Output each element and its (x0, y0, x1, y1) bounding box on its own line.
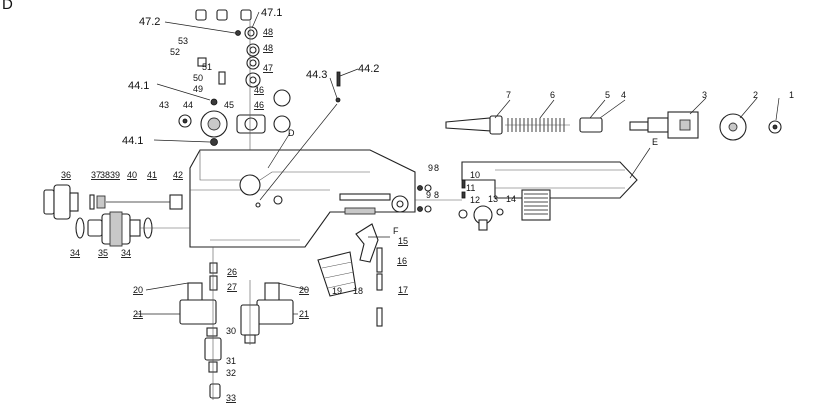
label-50: 50 (193, 73, 203, 83)
label-43: 43 (159, 100, 169, 110)
label-10: 10 (470, 170, 480, 180)
label-42: 42 (173, 170, 183, 180)
label-46a: 46 (254, 85, 264, 95)
label-14: 14 (506, 194, 516, 204)
label-48b: 48 (263, 43, 273, 53)
label-21a: 21 (133, 309, 143, 319)
label-41: 41 (147, 170, 157, 180)
pin-44-2 (259, 71, 341, 201)
bracket-e (415, 161, 638, 221)
label-20b: 20 (299, 285, 309, 295)
label-32: 32 (226, 368, 236, 378)
label-36: 36 (61, 170, 71, 180)
label-1: 1 (789, 90, 794, 100)
label-11: 11 (466, 183, 475, 193)
label-52: 52 (170, 47, 180, 57)
small-fasteners (417, 179, 504, 231)
label-49: 49 (193, 84, 203, 94)
label-6: 6 (550, 90, 555, 100)
label-9b: 9 (426, 190, 431, 200)
label-8a: 8 (434, 163, 439, 173)
bottom-parts (179, 247, 294, 400)
top-parts-stack (178, 9, 291, 150)
label-30: 30 (226, 326, 236, 336)
label-26: 26 (227, 267, 237, 277)
label-17: 17 (398, 285, 408, 295)
label-19: 19 (332, 286, 342, 296)
label-27: 27 (227, 282, 237, 292)
label-12: 12 (470, 195, 480, 205)
label-44-3: 44.3 (306, 69, 327, 81)
label-21b: 21 (299, 309, 309, 319)
label-3: 3 (702, 90, 707, 100)
label-5: 5 (605, 90, 610, 100)
label-44: 44 (183, 100, 193, 110)
label-20a: 20 (133, 285, 143, 295)
label-47-2: 47.2 (139, 16, 160, 28)
label-13: 13 (488, 194, 498, 204)
label-34b: 34 (121, 248, 131, 258)
left-assembly (43, 184, 190, 247)
label-31: 31 (226, 356, 236, 366)
main-housing (189, 149, 416, 248)
label-16: 16 (397, 256, 407, 266)
label-40: 40 (127, 170, 137, 180)
label-45: 45 (224, 100, 234, 110)
label-47-1: 47.1 (261, 7, 282, 19)
label-d: D (288, 128, 295, 138)
label-15: 15 (398, 236, 408, 246)
trigger-group (317, 223, 383, 327)
label-7: 7 (506, 90, 511, 100)
label-34a: 34 (70, 248, 80, 258)
label-48a: 48 (263, 27, 273, 37)
label-44-1b: 44.1 (122, 135, 143, 147)
label-f: F (393, 226, 399, 236)
label-38: 38 (100, 170, 110, 180)
label-4: 4 (621, 90, 626, 100)
label-2: 2 (753, 90, 758, 100)
label-18: 18 (353, 286, 363, 296)
label-8b: 8 (434, 190, 439, 200)
label-33: 33 (226, 393, 236, 403)
label-46b: 46 (254, 100, 264, 110)
label-44-1a: 44.1 (128, 80, 149, 92)
label-e: E (652, 137, 658, 147)
leader-lines (136, 11, 780, 315)
label-35: 35 (98, 248, 108, 258)
label-9a: 9 (428, 163, 433, 173)
label-51: 51 (202, 62, 212, 72)
label-44-2: 44.2 (358, 63, 379, 75)
label-39: 39 (110, 170, 120, 180)
part-labels: 1 2 3 4 5 6 7 E D F 9 8 9 8 10 11 12 13 … (61, 7, 794, 403)
label-37: 37 (91, 170, 101, 180)
label-53: 53 (178, 36, 188, 46)
label-47: 47 (263, 63, 273, 73)
spring-rod-assembly (445, 111, 782, 141)
corner-label: D (2, 0, 13, 13)
